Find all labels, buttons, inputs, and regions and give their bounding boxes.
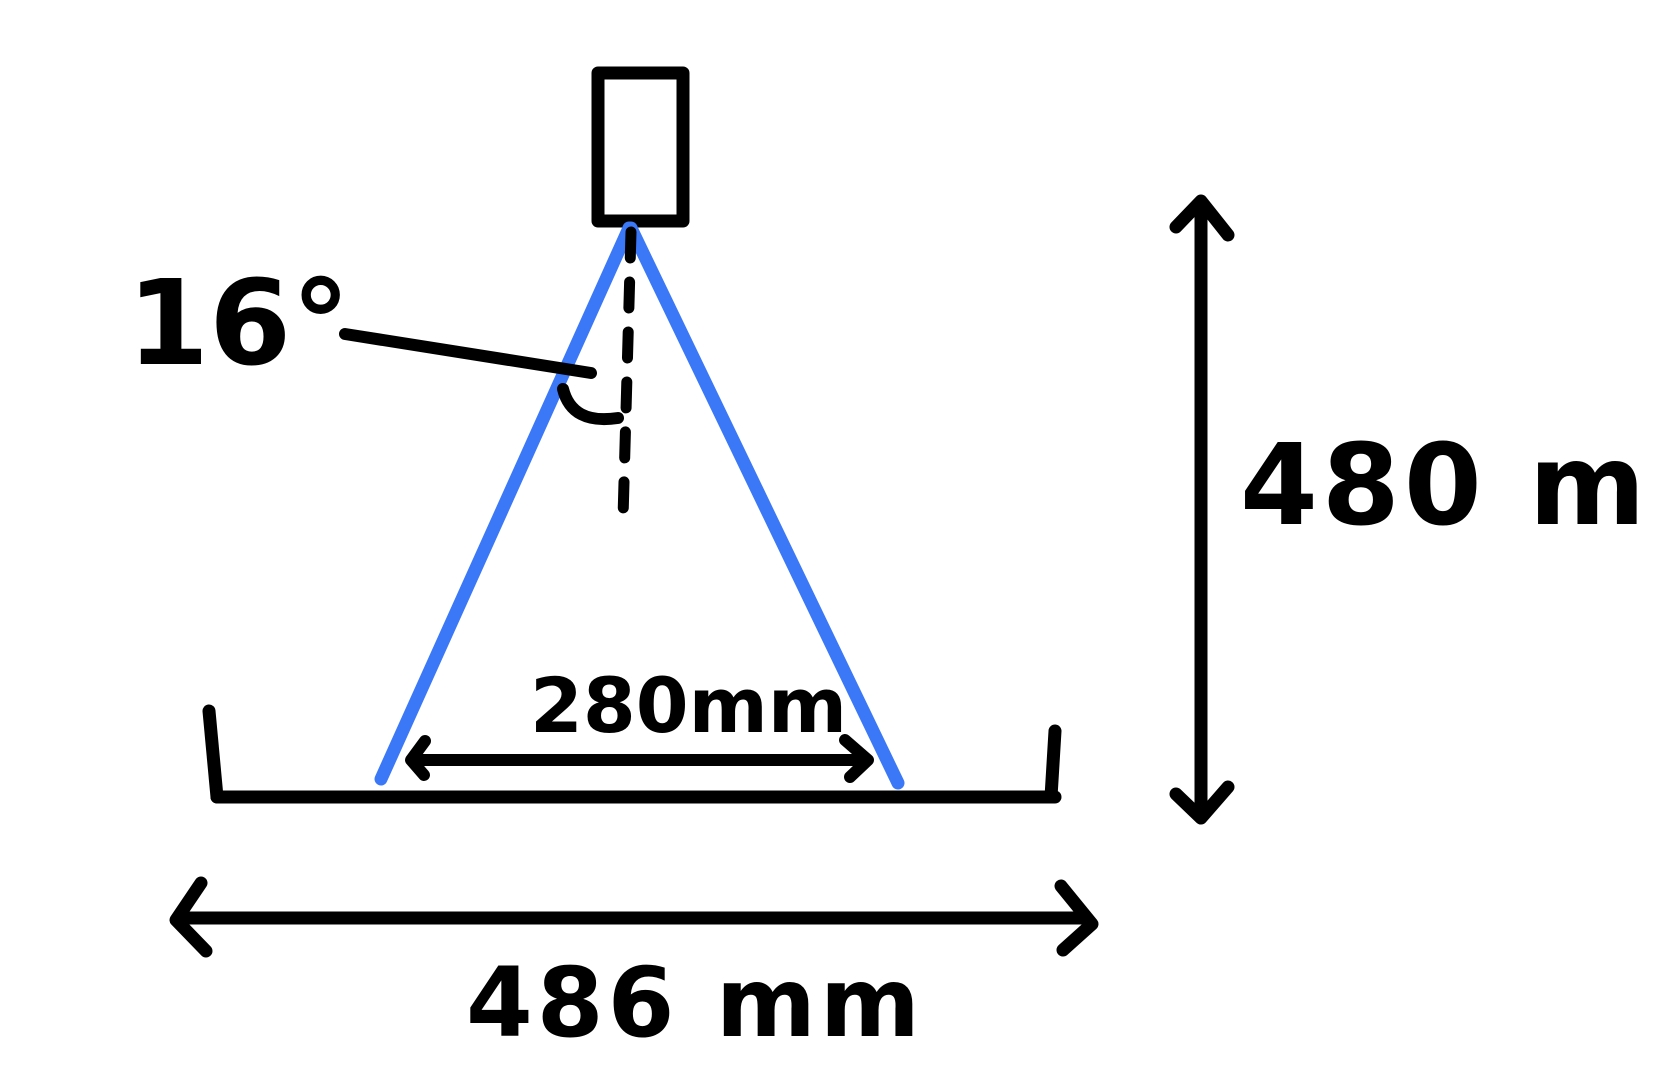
angle-label: 16°: [127, 254, 350, 392]
bottom-width-label: 486 mm: [466, 947, 924, 1059]
height-arrowhead-bottom: [1169, 780, 1235, 825]
angle-arc: [557, 383, 624, 426]
height-label: 480 mm: [1240, 421, 1654, 551]
inner-width-arrow: [405, 734, 874, 783]
beam-right-edge: [624, 221, 905, 790]
inner-width-label: 280mm: [530, 661, 847, 750]
tray-outline: [202, 704, 1062, 804]
beam-left-edge: [374, 221, 636, 786]
center-axis-dashed: [617, 226, 637, 524]
height-arrow: [1169, 194, 1235, 825]
height-arrowhead-top: [1169, 194, 1235, 242]
angle-leader-line: [339, 328, 597, 379]
beam-cone: [374, 221, 905, 790]
bottom-width-arrowhead-right: [1054, 879, 1099, 957]
tray-left-wall: [202, 704, 224, 804]
bottom-width-arrowhead-left: [169, 876, 213, 958]
inner-width-arrowhead-right: [839, 734, 874, 783]
bottom-width-arrow: [169, 876, 1099, 958]
tray-right-wall: [1044, 724, 1062, 804]
inner-width-arrowhead-left: [405, 735, 431, 781]
sensor-box: [591, 66, 690, 228]
